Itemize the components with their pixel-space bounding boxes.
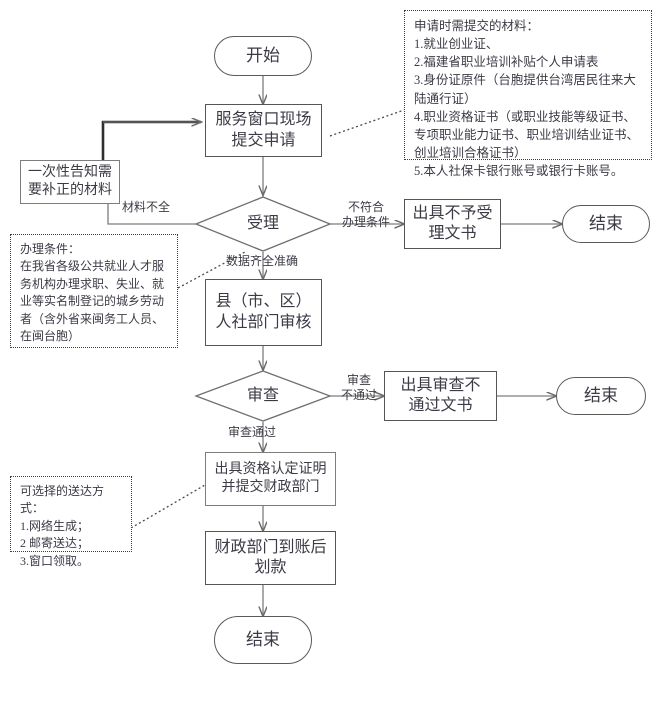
note-handling-conditions: 办理条件： 在我省各级公共就业人才服务机构办理求职、失业、就业等实名制登记的城乡… [10, 234, 178, 348]
node-county-review[interactable]: 县（市、区） 人社部门审核 [205, 279, 322, 346]
node-submit-application[interactable]: 服务窗口现场 提交申请 [205, 104, 322, 157]
node-finance-transfer[interactable]: 财政部门到账后 划款 [205, 531, 336, 585]
examine-decision-diamond [194, 370, 332, 422]
node-end-fail[interactable]: 结束 [556, 377, 646, 415]
node-end-reject[interactable]: 结束 [562, 205, 650, 243]
edge-label-data-complete: 数据齐全准确 [226, 254, 299, 268]
materials-note-leader [329, 109, 405, 137]
conditions-note-leader [177, 251, 246, 289]
node-reject-document[interactable]: 出具不予受 理文书 [404, 199, 501, 249]
node-accept-decision[interactable]: 受理 [246, 214, 279, 232]
edge-label-material-incomplete: 材料不全 [121, 200, 170, 214]
note-required-materials: 申请时需提交的材料： 1.就业创业证、 2.福建省职业培训补贴个人申请表 3.身… [404, 10, 652, 178]
edge-label-examine-pass: 审查通过 [228, 425, 277, 439]
edge-label-not-qualified: 不符合 办理条件 [341, 200, 390, 229]
node-issue-certificate[interactable]: 出具资格认定证明 并提交财政部门 [205, 452, 336, 506]
node-fail-document[interactable]: 出具审查不 通过文书 [384, 371, 497, 421]
node-notify-supplement[interactable]: 一次性告知需 要补正的材料 [20, 160, 120, 204]
edge-label-examine-fail: 审查 不通过 [340, 373, 377, 402]
node-start[interactable]: 开始 [214, 36, 312, 76]
node-examine-decision[interactable]: 审查 [246, 386, 279, 404]
note-delivery-methods: 可选择的送达方式： 1.网络生成； 2 邮寄送达； 3.窗口领取。 [10, 476, 132, 568]
accept-decision-diamond [194, 196, 332, 252]
node-end-success[interactable]: 结束 [214, 616, 312, 664]
delivery-note-leader [130, 484, 206, 529]
